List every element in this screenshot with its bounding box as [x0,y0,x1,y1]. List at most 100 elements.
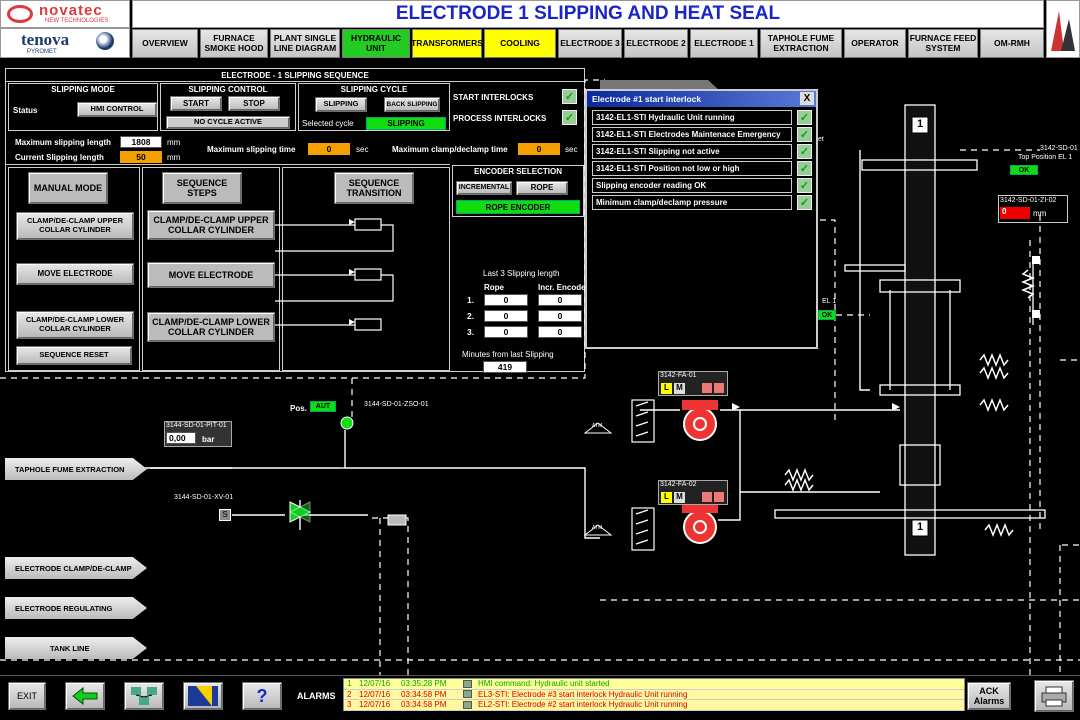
fa01-btn-a[interactable] [702,383,712,393]
interlock-item: Slipping encoder reading OK [592,178,792,193]
zi-value: 0 [1000,207,1030,219]
fa02-btn-a[interactable] [702,492,712,502]
encoder-selection-title: ENCODER SELECTION [473,167,562,176]
slipping-control-title: SLIPPING CONTROL [188,85,268,94]
nav-tab-furnace-feed-system[interactable]: FURNACE FEED SYSTEM [908,29,978,58]
language-flag-button[interactable] [183,682,223,710]
interlock-check-icon: ✓ [797,110,812,125]
manual-clamp-upper-button[interactable]: CLAMP/DE-CLAMP UPPER COLLAR CYLINDER [16,212,134,240]
start-button[interactable]: START [170,96,222,111]
nav-tab-overview[interactable]: OVERVIEW [132,29,198,58]
exit-button[interactable]: EXIT [8,682,46,710]
fa01-l[interactable]: L [661,383,672,394]
pos-label: Pos. [290,404,307,413]
slipping-cycle-button[interactable]: SLIPPING [315,97,367,112]
status-label: Status [13,106,38,115]
atm-label-2: ATM [592,525,603,531]
nav-tab-transformers[interactable]: TRANSFORMERS [411,29,483,58]
electrode-number-bottom: 1 [916,521,924,533]
back-arrow-icon [72,687,98,705]
electrode-clamp-tag[interactable]: ELECTRODE CLAMP/DE-CLAMP [5,557,147,579]
interlock-check-icon: ✓ [797,127,812,142]
max-slipping-length-label: Maximum slipping length [15,138,112,147]
alarm-text: HMI command: Hydraulic unit started [478,679,610,689]
flag-icon [188,686,218,706]
back-slipping-button[interactable]: BACK SLIPPING [384,97,440,112]
network-button[interactable] [124,682,164,710]
page-title: ELECTRODE 1 SLIPPING AND HEAT SEAL [395,3,781,24]
taphole-fume-extraction-tag[interactable]: TAPHOLE FUME EXTRACTION [5,458,147,480]
last3-rope-value: 0 [484,326,528,338]
zso-tag: 3144-SD-01-ZSO-01 [364,401,429,408]
help-button[interactable]: ? [242,682,282,710]
start-interlocks-label: START INTERLOCKS [453,93,534,102]
no-cycle-active-indicator: NO CYCLE ACTIVE [166,116,290,129]
top-position-ok: OK [1010,165,1038,175]
alarm-ack-icon [463,700,472,709]
fa01-btn-b[interactable] [714,383,724,393]
popup-titlebar[interactable]: Electrode #1 start interlock X [587,91,816,107]
max-slipping-length-value: 1808 [120,136,162,148]
incremental-encoder-button[interactable]: INCREMENTAL [456,181,512,195]
top-position-label: Top Position EL 1 [1018,154,1073,161]
start-interlocks-check-icon[interactable]: ✓ [562,89,577,104]
nav-tab-operator[interactable]: OPERATOR [844,29,906,58]
nav-tab-cooling[interactable]: COOLING [484,29,556,58]
nav-tab-electrode-2[interactable]: ELECTRODE 2 [624,29,688,58]
interlock-item: 3142-EL1-STI Electrodes Maintenace Emerg… [592,127,792,142]
solenoid-s[interactable]: S [219,509,231,521]
el1-ok: OK [818,310,836,320]
last3-rope-value: 0 [484,294,528,306]
fa02-l[interactable]: L [661,492,672,503]
current-slipping-length-value: 50 [120,151,162,163]
nav-tab-electrode-1[interactable]: ELECTRODE 1 [690,29,758,58]
print-button[interactable] [1034,680,1074,712]
alarm-date: 12/07/16 [359,689,391,699]
mountain-logo-icon [1051,11,1075,51]
nav-tab-plant-single-line-diagram[interactable]: PLANT SINGLE LINE DIAGRAM [270,29,340,58]
interlock-check-icon: ✓ [797,161,812,176]
nav-tab-furnace-smoke-hood[interactable]: FURNACE SMOKE HOOD [200,29,268,58]
title-bar: ELECTRODE 1 SLIPPING AND HEAT SEAL [132,0,1044,28]
minutes-from-last-value: 419 [483,361,527,373]
fa02-btn-b[interactable] [714,492,724,502]
process-interlocks-label: PROCESS INTERLOCKS [453,114,547,123]
nav-tab-electrode-3[interactable]: ELECTRODE 3 [558,29,622,58]
ack-alarms-button[interactable]: ACK Alarms [967,682,1011,710]
interlock-item: Minimum clamp/declamp pressure [592,195,792,210]
electrode-regulating-tag[interactable]: ELECTRODE REGULATING [5,597,147,619]
nav-tab-hydraulic-unit[interactable]: HYDRAULIC UNIT [342,29,410,58]
pit-value: 0,00 [166,432,196,444]
nav-tab-taphole-fume-extraction[interactable]: TAPHOLE FUME EXTRACTION [760,29,842,58]
step-clamp-upper: CLAMP/DE-CLAMP UPPER COLLAR CYLINDER [147,210,275,240]
fa01-m[interactable]: M [674,383,685,394]
fa02-m[interactable]: M [674,492,685,503]
interlock-popup: Electrode #1 start interlock X 3142-EL1-… [585,89,818,349]
zi-display [998,195,1068,223]
popup-close-button[interactable]: X [800,92,814,105]
xv-tag: 3144-SD-01-XV-01 [174,494,234,501]
stop-button[interactable]: STOP [228,96,280,111]
manual-move-electrode-button[interactable]: MOVE ELECTRODE [16,263,134,285]
selected-cycle-label: Selected cycle [302,119,354,128]
last3-incr-value: 0 [538,310,582,322]
max-slipping-time-value: 0 [308,143,350,155]
alarm-time: 03:34:58 PM [401,700,447,710]
current-slipping-length-unit: mm [167,153,181,162]
rope-encoder-button[interactable]: ROPE [516,181,568,195]
interlock-item: 3142-EL1-STI Hydraulic Unit running [592,110,792,125]
sequence-reset-button[interactable]: SEQUENCE RESET [16,346,132,365]
manual-clamp-lower-button[interactable]: CLAMP/DE-CLAMP LOWER COLLAR CYLINDER [16,311,134,339]
back-arrow-button[interactable] [65,682,105,710]
step-move-electrode: MOVE ELECTRODE [147,262,275,288]
sequence-transition-flow [275,218,394,331]
tank-line-tag[interactable]: TANK LINE [5,637,147,659]
nav-tab-om-rmh[interactable]: OM-RMH [980,29,1044,58]
logo-tenova: tenova PYROMET [0,28,130,58]
slipping-mode-title: SLIPPING MODE [51,85,115,94]
process-interlocks-check-icon[interactable]: ✓ [562,110,577,125]
